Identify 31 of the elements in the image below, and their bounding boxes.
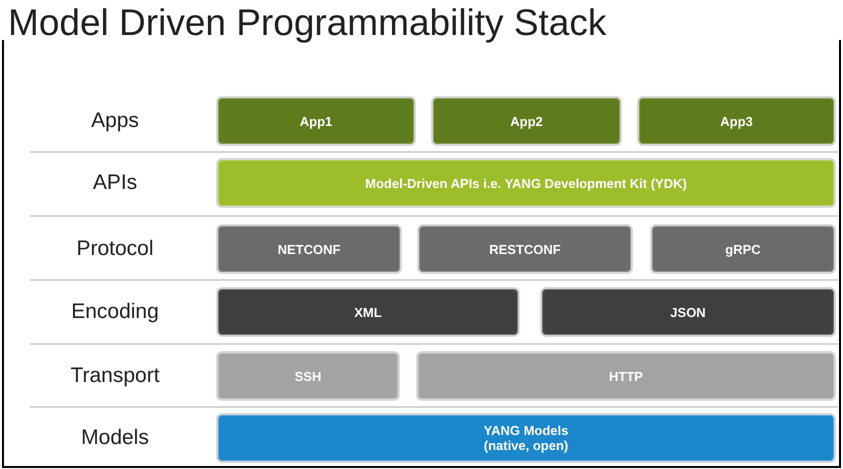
layer-label: Encoding — [70, 299, 160, 325]
box-label: XML — [354, 304, 382, 320]
layer-box — [216, 413, 836, 463]
layer-label: Models — [80, 425, 150, 451]
layer-label: APIs — [92, 170, 138, 196]
box-label: App1 — [300, 114, 332, 128]
layer-label: Apps — [90, 108, 140, 134]
box-label: gRPC — [725, 242, 761, 256]
box-label: NETCONF — [278, 242, 340, 256]
layer-box — [216, 224, 402, 274]
title: Model Driven Programmability Stack — [8, 2, 606, 44]
box-label: HTTP — [609, 368, 643, 384]
layer-box — [216, 351, 400, 401]
layer-box — [650, 224, 836, 274]
box-label: JSON — [670, 304, 706, 320]
layer-box — [216, 158, 836, 208]
layer-box — [431, 96, 622, 146]
box-label: App2 — [510, 114, 543, 128]
layer-box — [416, 351, 836, 401]
layer-box — [637, 96, 836, 146]
box-label: RESTCONF — [489, 242, 561, 256]
layer-box — [216, 287, 520, 337]
layer-label: Protocol — [75, 236, 155, 262]
layer-box — [540, 287, 836, 337]
box-label: SSH — [294, 368, 322, 384]
layer-box — [216, 96, 416, 146]
layer-label: Transport — [69, 363, 161, 389]
box-label: Model-Driven APIs i.e. YANG Development Kit (YDK) — [365, 176, 687, 190]
box-label: App3 — [720, 114, 753, 128]
layer-box — [417, 224, 633, 274]
box-label: YANG Models (native, open) — [482, 423, 570, 453]
